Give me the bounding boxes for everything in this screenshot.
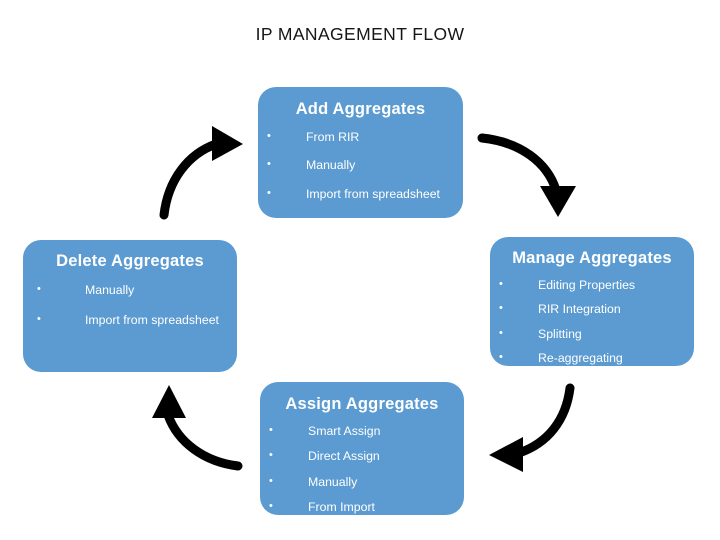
list-item: • Import from spreadsheet <box>267 186 463 201</box>
list-item-label: Manually <box>85 283 135 297</box>
list-item-label: Smart Assign <box>308 424 381 438</box>
bullet-icon: • <box>499 302 503 315</box>
arrow-delete-to-add <box>159 126 243 220</box>
arrow-manage-to-assign <box>489 383 575 472</box>
bullet-icon: • <box>269 499 273 512</box>
node-assign-aggregates[interactable]: Assign Aggregates • Smart Assign • Direc… <box>260 382 464 515</box>
list-item-label: From RIR <box>306 130 360 144</box>
node-add-title: Add Aggregates <box>295 100 426 118</box>
list-item: • RIR Integration <box>499 302 694 317</box>
node-delete-bullet-list: • Manually • Import from spreadsheet <box>23 284 237 327</box>
list-item-label: Manually <box>308 474 358 489</box>
list-item: • From RIR <box>267 130 463 144</box>
node-delete-title: Delete Aggregates <box>56 252 204 270</box>
node-assign-title: Assign Aggregates <box>285 395 439 413</box>
bullet-icon: • <box>267 130 271 142</box>
list-item-label: Import from spreadsheet <box>85 313 219 328</box>
list-item: • Manually <box>267 158 463 173</box>
page-title: IP MANAGEMENT FLOW <box>255 24 465 44</box>
arrow-assign-to-delete <box>152 385 243 471</box>
list-item-label: Import from spreadsheet <box>306 186 440 201</box>
node-manage-aggregates[interactable]: Manage Aggregates • Editing Properties •… <box>490 237 694 366</box>
list-item: • Editing Properties <box>499 278 694 292</box>
bullet-icon: • <box>37 283 41 295</box>
list-item-label: Direct Assign <box>308 449 380 464</box>
list-item-label: Splitting <box>538 326 582 341</box>
bullet-icon: • <box>269 449 273 462</box>
list-item: • From Import <box>269 499 464 514</box>
bullet-icon: • <box>499 350 503 363</box>
node-manage-bullet-list: • Editing Properties • RIR Integration •… <box>490 278 694 365</box>
bullet-icon: • <box>37 313 41 326</box>
bullet-icon: • <box>269 424 273 436</box>
list-item-label: RIR Integration <box>538 302 621 317</box>
list-item: • Splitting <box>499 326 694 341</box>
list-item: • Manually <box>37 283 237 297</box>
list-item: • Smart Assign <box>269 424 464 438</box>
list-item-label: From Import <box>308 499 375 514</box>
node-add-aggregates[interactable]: Add Aggregates • From RIR • Manually • I… <box>258 87 463 218</box>
bullet-icon: • <box>499 278 503 290</box>
list-item: • Import from spreadsheet <box>37 313 237 328</box>
bullet-icon: • <box>267 186 271 199</box>
node-assign-bullet-list: • Smart Assign • Direct Assign • Manuall… <box>260 424 464 514</box>
list-item: • Re-aggregating <box>499 350 694 365</box>
node-manage-title: Manage Aggregates <box>512 249 672 267</box>
arrow-add-to-manage <box>477 133 576 217</box>
node-delete-aggregates[interactable]: Delete Aggregates • Manually • Import fr… <box>23 240 237 372</box>
node-add-bullet-list: • From RIR • Manually • Import from spre… <box>258 131 463 200</box>
list-item: • Direct Assign <box>269 449 464 464</box>
bullet-icon: • <box>267 158 271 171</box>
bullet-icon: • <box>499 326 503 339</box>
bullet-icon: • <box>269 474 273 487</box>
list-item-label: Re-aggregating <box>538 350 623 365</box>
list-item: • Manually <box>269 474 464 489</box>
list-item-label: Editing Properties <box>538 278 636 292</box>
list-item-label: Manually <box>306 158 356 173</box>
